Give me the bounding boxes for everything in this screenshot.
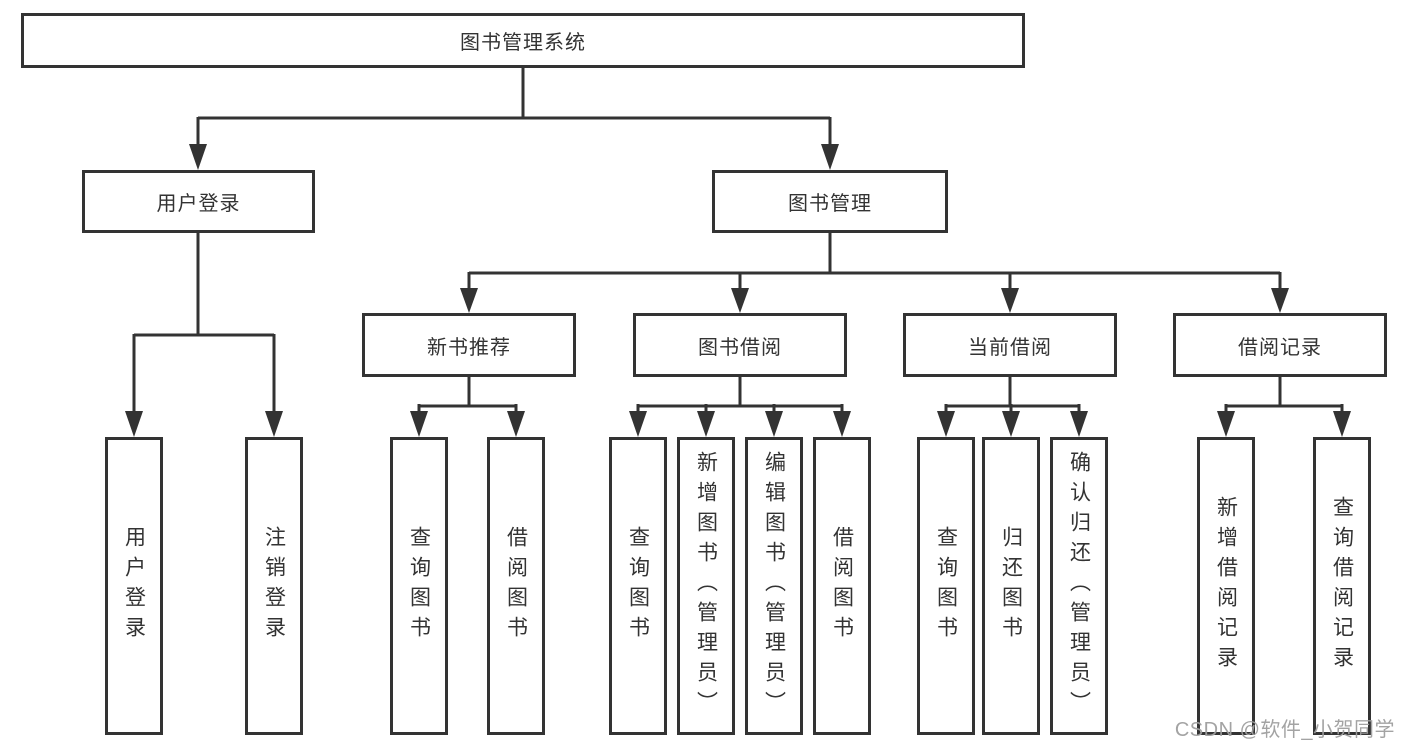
leaf-return-books: 归还图书 xyxy=(982,437,1040,735)
leaf-label: 新增图书（管理员） xyxy=(694,451,718,721)
node-book-borrowing: 图书借阅 xyxy=(633,313,847,377)
node-library-management-system: 图书管理系统 xyxy=(21,13,1025,68)
node-book-management: 图书管理 xyxy=(712,170,948,233)
node-label: 新书推荐 xyxy=(427,336,511,359)
leaf-query-books-borrowing: 查询图书 xyxy=(609,437,667,735)
node-borrowing-records: 借阅记录 xyxy=(1173,313,1387,377)
leaf-label: 编辑图书（管理员） xyxy=(762,451,786,721)
leaf-label: 查询借阅记录 xyxy=(1330,496,1354,676)
node-current-borrowing: 当前借阅 xyxy=(903,313,1117,377)
leaf-label: 用户登录 xyxy=(122,526,146,646)
node-label: 当前借阅 xyxy=(968,336,1052,359)
node-label: 图书借阅 xyxy=(698,336,782,359)
leaf-label: 确认归还（管理员） xyxy=(1067,451,1091,721)
node-user-login: 用户登录 xyxy=(82,170,315,233)
node-label: 图书管理系统 xyxy=(460,32,586,54)
leaf-query-borrow-record: 查询借阅记录 xyxy=(1313,437,1371,735)
leaf-label: 注销登录 xyxy=(262,526,286,646)
node-label: 用户登录 xyxy=(156,193,241,215)
leaf-label: 归还图书 xyxy=(999,526,1023,646)
leaf-borrow-books-recommend: 借阅图书 xyxy=(487,437,545,735)
leaf-label: 借阅图书 xyxy=(830,526,854,646)
leaf-confirm-return-admin: 确认归还（管理员） xyxy=(1050,437,1108,735)
csdn-watermark: CSDN @软件_小贺同学 xyxy=(1174,719,1395,741)
leaf-user-login: 用户登录 xyxy=(105,437,163,735)
leaf-logout: 注销登录 xyxy=(245,437,303,735)
leaf-label: 借阅图书 xyxy=(504,526,528,646)
arrowheads xyxy=(125,144,1351,437)
node-label: 图书管理 xyxy=(788,193,872,215)
leaf-add-books-admin: 新增图书（管理员） xyxy=(677,437,735,735)
leaf-label: 新增借阅记录 xyxy=(1214,496,1238,676)
leaf-borrow-books: 借阅图书 xyxy=(813,437,871,735)
node-new-book-recommendation: 新书推荐 xyxy=(362,313,576,377)
leaf-query-books-current: 查询图书 xyxy=(917,437,975,735)
leaf-edit-books-admin: 编辑图书（管理员） xyxy=(745,437,803,735)
leaf-label: 查询图书 xyxy=(626,526,650,646)
leaf-label: 查询图书 xyxy=(934,526,958,646)
leaf-query-books-recommend: 查询图书 xyxy=(390,437,448,735)
leaf-label: 查询图书 xyxy=(407,526,431,646)
node-label: 借阅记录 xyxy=(1238,336,1322,359)
leaf-add-borrow-record: 新增借阅记录 xyxy=(1197,437,1255,735)
